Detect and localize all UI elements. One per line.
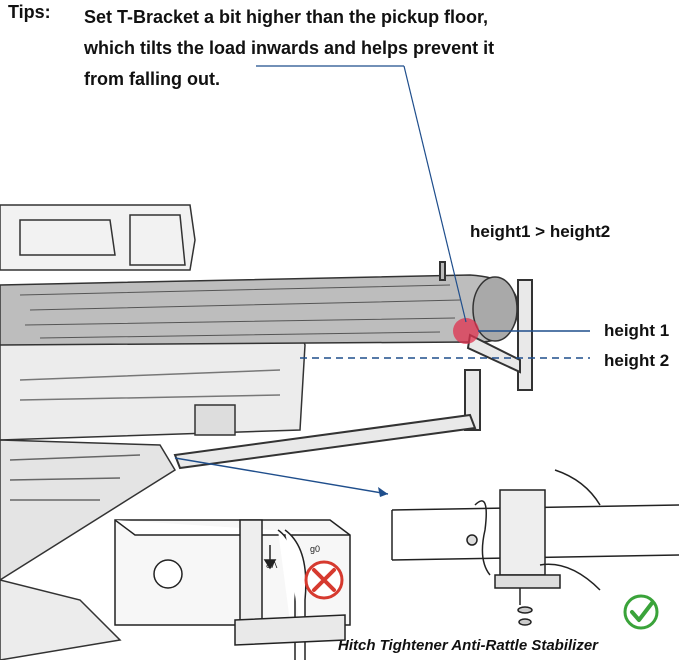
inset-arrow-head xyxy=(378,487,388,497)
inset-wrong xyxy=(114,519,351,660)
hitch-receiver xyxy=(194,404,236,436)
inset-sticker-b: ɡ0 xyxy=(310,544,320,554)
truck-body xyxy=(0,204,306,660)
height-1-label: height 1 xyxy=(604,321,670,340)
inset-sticker-a: ƐΛ xyxy=(266,560,277,570)
log-load xyxy=(0,274,519,346)
inset-arrow-line xyxy=(174,457,389,495)
tips-line-1: Set T-Bracket a bit higher than the pick… xyxy=(84,7,489,27)
height-comparison-label: height1 > height2 xyxy=(470,222,611,241)
t-bracket xyxy=(173,261,533,470)
tips-line-2: which tilts the load inwards and helps p… xyxy=(84,38,495,58)
inset-right xyxy=(391,469,679,626)
x-in-circle-icon xyxy=(304,560,344,600)
height-2-label: height 2 xyxy=(604,351,670,370)
height-1-marker xyxy=(453,318,479,344)
tips-text: Set T-Bracket a bit higher than the pick… xyxy=(84,2,604,95)
tips-line-3: from falling out. xyxy=(84,69,220,89)
check-in-circle-icon xyxy=(623,594,659,630)
caption: Hitch Tightener Anti-Rattle Stabilizer xyxy=(338,637,599,654)
tips-label: Tips: xyxy=(8,2,51,22)
tip-pointer-diagonal xyxy=(403,65,467,323)
